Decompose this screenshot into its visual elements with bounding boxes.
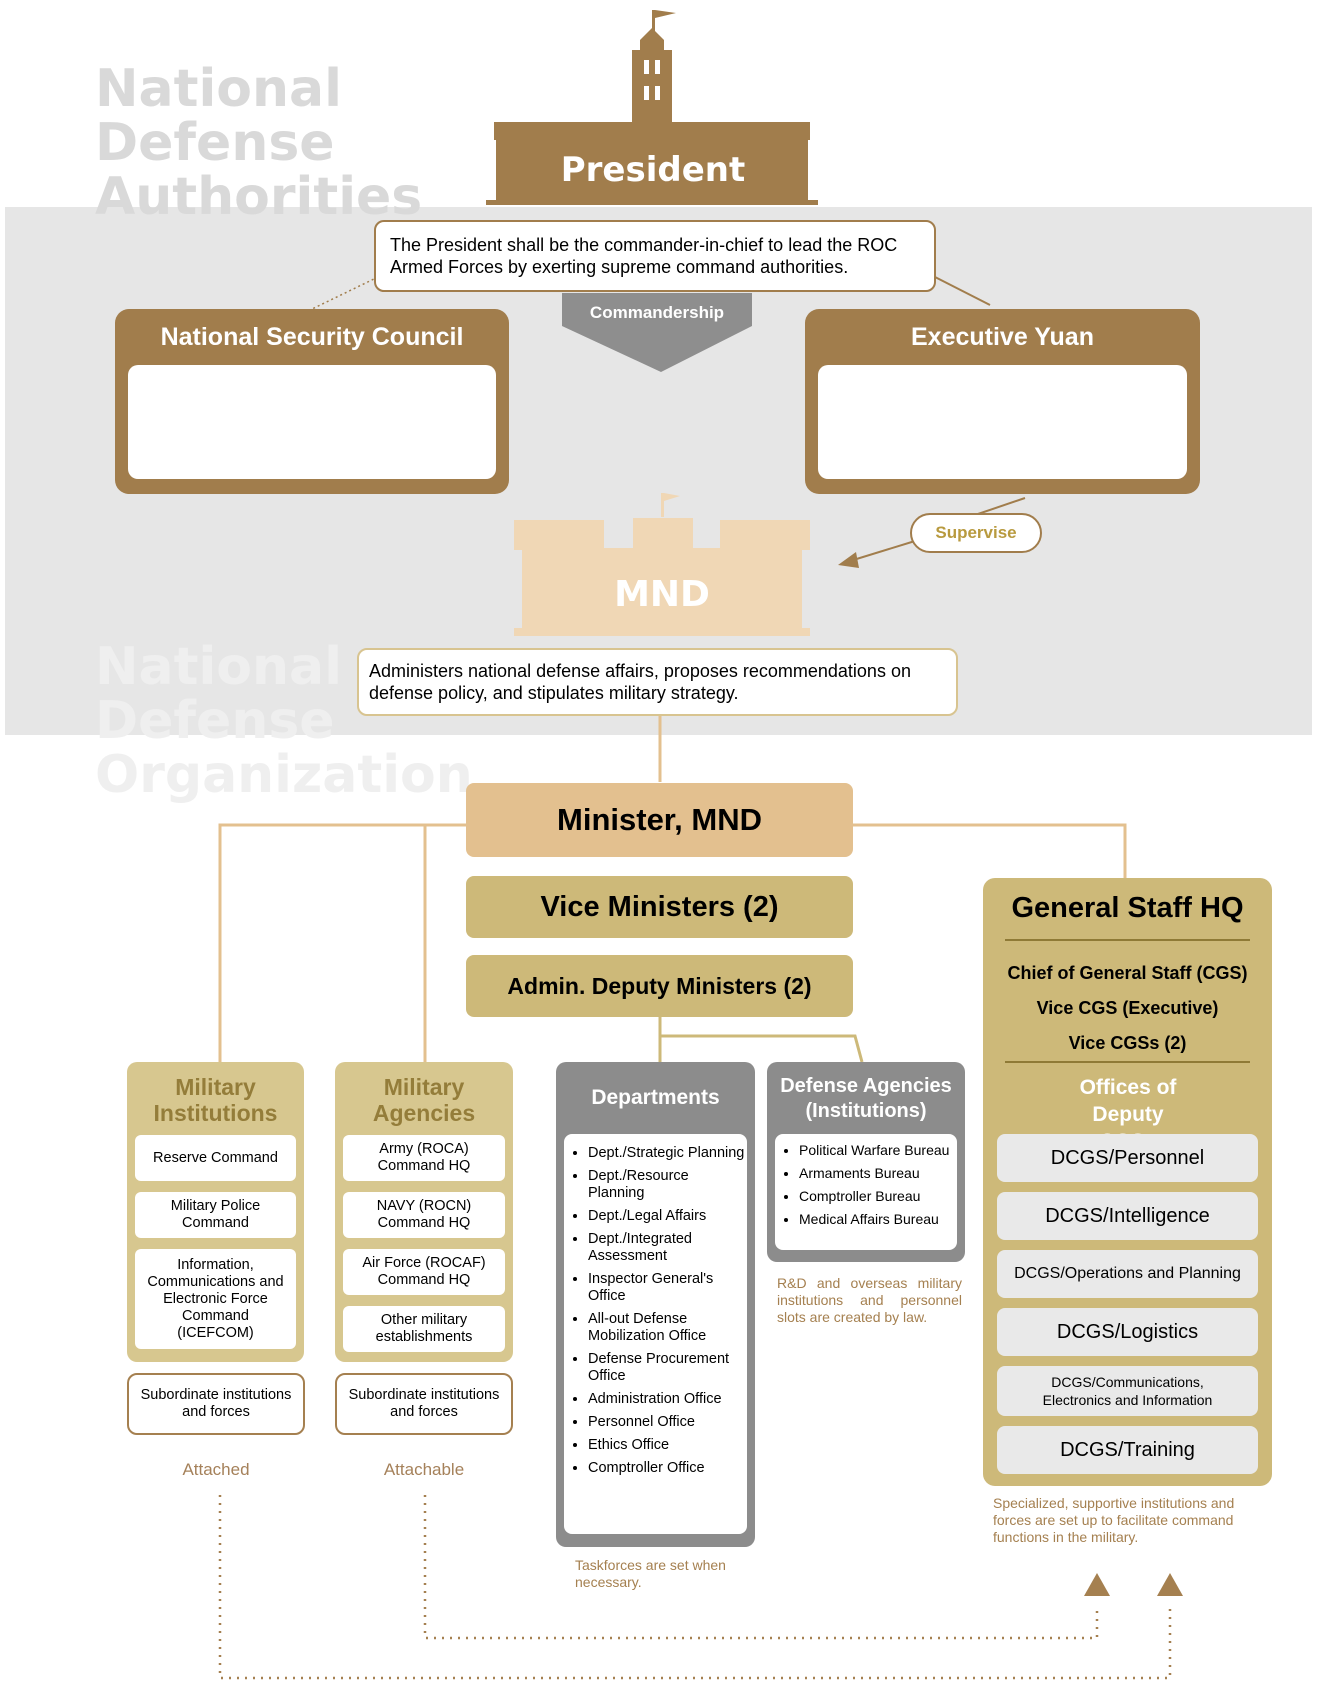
supervise-label: Supervise bbox=[910, 513, 1042, 553]
dcgs-operations-planning: DCGS/Operations and Planning bbox=[997, 1250, 1258, 1298]
navy-command-hq: NAVY (ROCN) Command HQ bbox=[343, 1192, 505, 1238]
department-item: Dept./Strategic Planning bbox=[588, 1145, 747, 1162]
arrow-up-icon bbox=[1084, 1573, 1110, 1596]
dcgs-personnel: DCGS/Personnel bbox=[997, 1134, 1258, 1182]
other-military-establishments: Other military establishments bbox=[343, 1306, 505, 1352]
watermark-line: Defense bbox=[95, 113, 335, 173]
departments-column: Departments Dept./Strategic Planning Dep… bbox=[556, 1062, 755, 1547]
departments-note: Taskforces are set when necessary. bbox=[575, 1557, 726, 1590]
admin-deputy-ministers-box: Admin. Deputy Ministers (2) bbox=[466, 955, 853, 1017]
mi-subordinate-box: Subordinate institutions and forces bbox=[127, 1373, 305, 1435]
departments-list: Dept./Strategic Planning Dept./Resource … bbox=[564, 1134, 747, 1534]
arrow-up-icon bbox=[1157, 1573, 1183, 1596]
defense-agency-item: Medical Affairs Bureau bbox=[799, 1211, 957, 1228]
dcgs-training: DCGS/Training bbox=[997, 1426, 1258, 1474]
presidential-building-icon bbox=[486, 10, 818, 205]
executive-yuan-description: Formulates defense policy, amasses compr… bbox=[818, 365, 1187, 479]
leader-item: Vice CGS (Executive) bbox=[1036, 998, 1219, 1018]
watermark-line: Organization bbox=[95, 745, 473, 805]
department-item: Defense Procurement Office bbox=[588, 1351, 747, 1385]
department-item: Inspector General's Office bbox=[588, 1271, 747, 1305]
attached-label: Attached bbox=[182, 1460, 250, 1479]
dcgs-intelligence: DCGS/Intelligence bbox=[997, 1192, 1258, 1240]
nsc-description: The President chairs the National Securi… bbox=[128, 365, 496, 479]
defense-agencies-column: Defense Agencies (Institutions) Politica… bbox=[767, 1062, 965, 1262]
military-agencies-column: Military Agencies Army (ROCA) Command HQ… bbox=[335, 1062, 513, 1362]
dcgs-logistics: DCGS/Logistics bbox=[997, 1308, 1258, 1356]
department-item: Administration Office bbox=[588, 1391, 747, 1408]
watermark-line: National bbox=[95, 637, 342, 697]
nsc-title: National Security Council bbox=[160, 323, 464, 351]
commandership-arrow bbox=[562, 293, 752, 372]
divider bbox=[1005, 939, 1250, 941]
mnd-building-icon bbox=[514, 493, 810, 636]
department-item: Dept./Resource Planning bbox=[588, 1168, 747, 1202]
military-police-command: Military Police Command bbox=[135, 1192, 296, 1238]
army-command-hq: Army (ROCA) Command HQ bbox=[343, 1135, 505, 1181]
commandership-label: Commandership bbox=[589, 303, 725, 322]
divider bbox=[1005, 1061, 1250, 1063]
ma-subordinate-box: Subordinate institutions and forces bbox=[335, 1373, 513, 1435]
dcgs-communications: DCGS/Communications, Electronics and Inf… bbox=[997, 1366, 1258, 1416]
defense-agency-item: Armaments Bureau bbox=[799, 1165, 957, 1182]
mnd-description: Administers national defense affairs, pr… bbox=[357, 648, 958, 716]
defense-agencies-note: R&D and overseas military institutions a… bbox=[777, 1275, 962, 1325]
department-item: Personnel Office bbox=[588, 1414, 747, 1431]
mnd-title: MND bbox=[614, 574, 710, 615]
department-item: Ethics Office bbox=[588, 1437, 747, 1454]
leader-item: Chief of General Staff (CGS) bbox=[1007, 963, 1248, 983]
nsc-box: National Security Council The President … bbox=[115, 309, 509, 494]
general-staff-leaders: Chief of General Staff (CGS) Vice CGS (E… bbox=[983, 956, 1272, 1061]
department-item: Comptroller Office bbox=[588, 1460, 747, 1477]
attachable-label: Attachable bbox=[383, 1460, 465, 1479]
military-institutions-title: Military Institutions bbox=[153, 1074, 278, 1126]
department-item: Dept./Integrated Assessment bbox=[588, 1231, 747, 1265]
watermark-line: National bbox=[95, 59, 342, 119]
military-agencies-title: Military Agencies bbox=[372, 1074, 476, 1126]
vice-ministers-box: Vice Ministers (2) bbox=[466, 876, 853, 938]
general-staff-note: Specialized, supportive institutions and… bbox=[993, 1495, 1235, 1545]
air-force-command-hq: Air Force (ROCAF) Command HQ bbox=[343, 1249, 505, 1295]
watermark-line: Defense bbox=[95, 691, 335, 751]
general-staff-column: General Staff HQ Chief of General Staff … bbox=[983, 878, 1272, 1486]
watermark-line: Authorities bbox=[95, 167, 423, 227]
defense-agency-item: Political Warfare Bureau bbox=[799, 1142, 957, 1159]
department-item: All-out Defense Mobilization Office bbox=[588, 1311, 747, 1345]
defense-agencies-title: Defense Agencies (Institutions) bbox=[780, 1075, 952, 1122]
president-description: The President shall be the commander-in-… bbox=[374, 220, 936, 292]
department-item: Dept./Legal Affairs bbox=[588, 1208, 747, 1225]
defense-agency-item: Comptroller Bureau bbox=[799, 1188, 957, 1205]
executive-yuan-box: Executive Yuan Formulates defense policy… bbox=[805, 309, 1200, 494]
military-institutions-column: Military Institutions Reserve Command Mi… bbox=[127, 1062, 304, 1362]
watermark-authorities: National Defense Authorities bbox=[95, 62, 422, 224]
executive-yuan-title: Executive Yuan bbox=[911, 323, 1094, 351]
watermark-organization: National Defense Organization bbox=[95, 640, 473, 802]
reserve-command: Reserve Command bbox=[135, 1135, 296, 1181]
minister-box: Minister, MND bbox=[466, 783, 853, 857]
president-title: President bbox=[560, 150, 746, 190]
leader-item: Vice CGSs (2) bbox=[1068, 1033, 1187, 1053]
departments-title: Departments bbox=[591, 1086, 720, 1109]
general-staff-title: General Staff HQ bbox=[1011, 892, 1244, 924]
defense-agencies-list: Political Warfare Bureau Armaments Burea… bbox=[775, 1134, 957, 1250]
icefcom: Information, Communications and Electron… bbox=[135, 1249, 296, 1349]
